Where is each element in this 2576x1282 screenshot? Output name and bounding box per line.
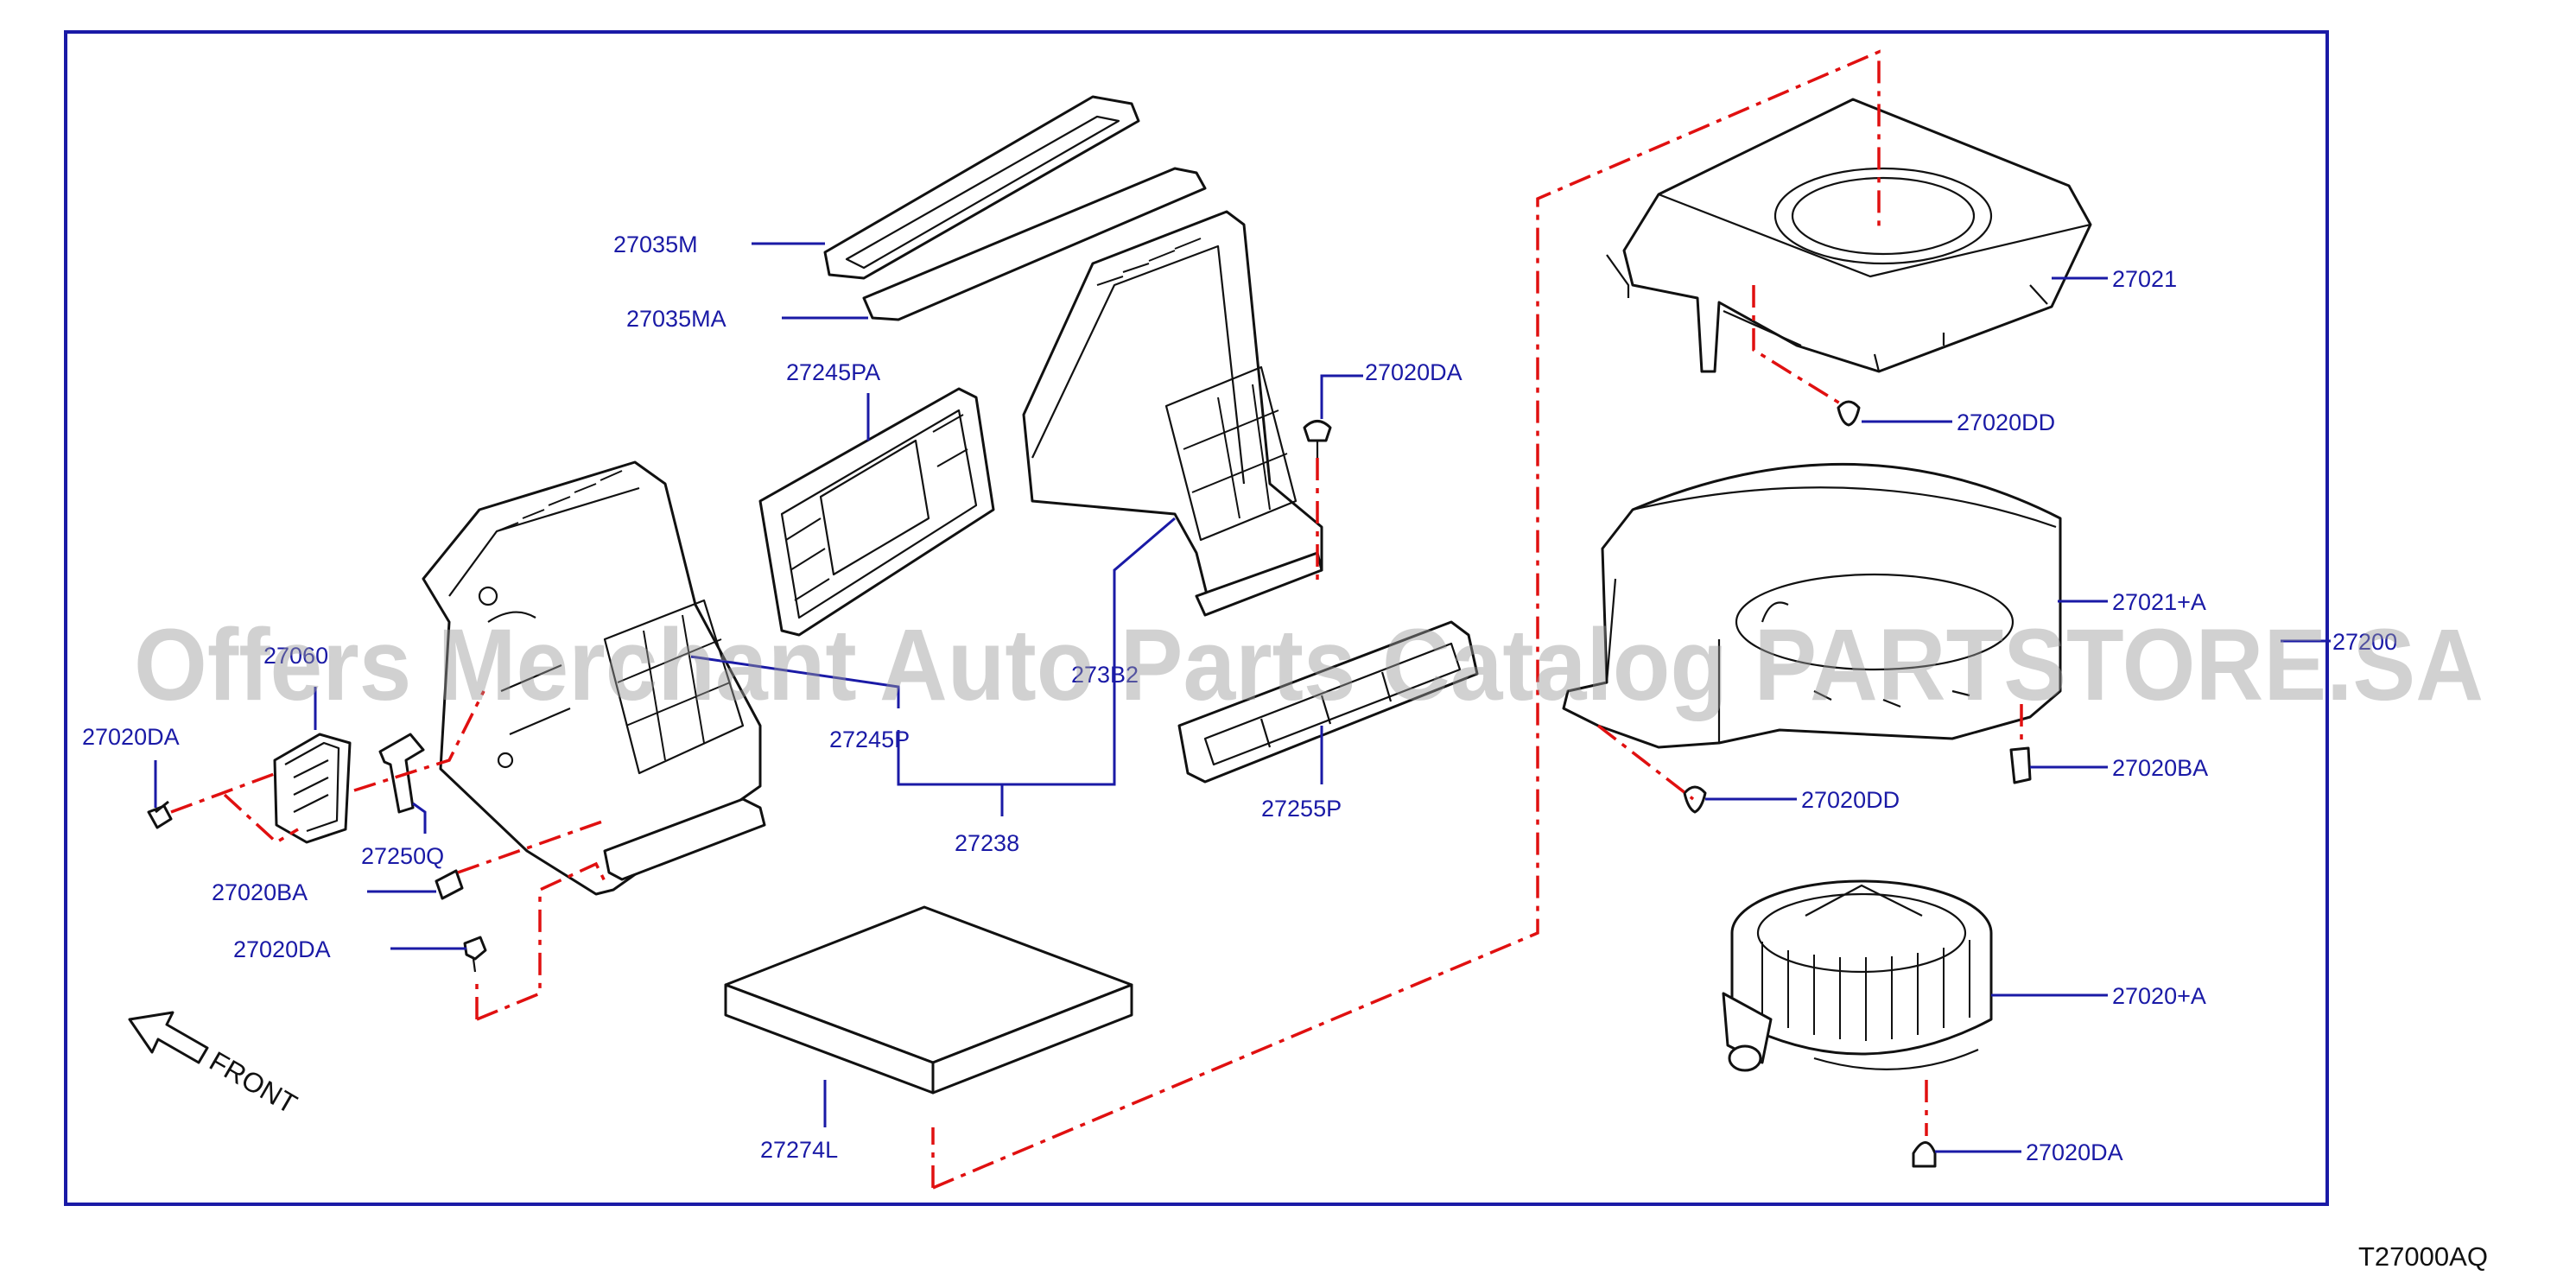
clip-27020BA-left-drawing: [435, 869, 464, 900]
actuator-27060-drawing: [273, 733, 352, 844]
label-27021: 27021: [2112, 266, 2177, 292]
seal-27035MA-drawing: [862, 167, 1207, 321]
watermark-text: Offers Merchant Auto Parts Catalog PARTS…: [134, 608, 2484, 722]
screw-dd-lower-drawing: [1683, 785, 1707, 814]
label-27245PA: 27245PA: [786, 359, 880, 385]
label-27020DD-lower: 27020DD: [1801, 787, 1900, 813]
leader-lines: [154, 242, 2331, 1153]
screw-left-drawing: [147, 800, 173, 829]
phantom-lines: [170, 49, 2023, 1190]
blower-case-27021-drawing: [1606, 98, 2092, 373]
screw-dd-upper-drawing: [1837, 400, 1861, 427]
label-27274L: 27274L: [760, 1137, 838, 1163]
seal-27035M-drawing: [823, 95, 1140, 280]
label-27020BA-left: 27020BA: [212, 879, 308, 905]
label-27020DA-bottom: 27020DA: [2026, 1139, 2123, 1165]
label-27021A: 27021+A: [2112, 589, 2206, 615]
intake-housing-drawing: [1022, 210, 1323, 617]
label-27245P: 27245P: [829, 727, 910, 752]
label-27250Q: 27250Q: [361, 843, 444, 869]
label-27200: 27200: [2332, 629, 2397, 655]
label-27020DA-left-lower: 27020DA: [233, 936, 331, 962]
clip-27020BA-right-drawing: [2009, 746, 2032, 784]
housing-27238-drawing: [422, 460, 766, 896]
lever-27250Q-drawing: [378, 733, 425, 814]
door-27245PA-drawing: [758, 387, 995, 637]
blower-motor-27020A-drawing: [1722, 879, 1993, 1072]
label-27255P: 27255P: [1261, 796, 1342, 822]
part-labels: 27035M 27035MA 27245PA 27020DA 27021 270…: [82, 232, 2397, 1165]
front-label: FRONT: [205, 1045, 302, 1120]
grille-27255P-drawing: [1177, 620, 1479, 784]
label-27035MA: 27035MA: [626, 306, 726, 332]
label-27060: 27060: [263, 643, 328, 669]
label-27020DA-left: 27020DA: [82, 724, 180, 750]
label-27020DA-top: 27020DA: [1365, 359, 1462, 385]
front-arrow: FRONT: [128, 1011, 302, 1120]
label-273B2: 273B2: [1071, 662, 1139, 688]
blower-case-27021A-drawing: [1562, 462, 2062, 749]
filter-27274L-drawing: [724, 905, 1133, 1095]
diagram-code: T27000AQ: [2358, 1241, 2488, 1272]
label-27238: 27238: [955, 830, 1019, 856]
screw-left-lower-drawing: [463, 936, 487, 973]
screw-top-drawing: [1303, 420, 1332, 458]
label-27020BA-right: 27020BA: [2112, 755, 2208, 781]
label-27020A: 27020+A: [2112, 983, 2206, 1009]
screw-bottom-drawing: [1912, 1141, 1937, 1168]
label-27035M: 27035M: [613, 232, 698, 257]
label-27020DD-upper: 27020DD: [1957, 409, 2055, 435]
diagram-frame: [64, 30, 2329, 1206]
